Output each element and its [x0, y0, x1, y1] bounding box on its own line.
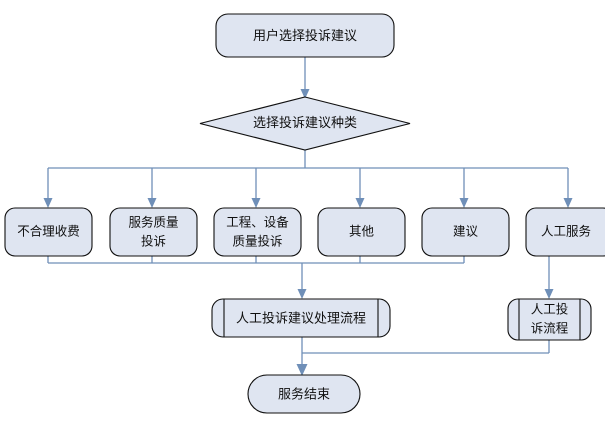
option-6-label-line-1: 人工服务: [541, 223, 591, 238]
node-option-3[interactable]: 工程、设备 质量投诉: [213, 207, 302, 257]
arrow-head-option-4: [355, 198, 365, 208]
option-1-label-line-1: 不合理收费: [17, 223, 80, 238]
node-option-5[interactable]: 建议: [421, 207, 510, 257]
node-option-1[interactable]: 不合理收费: [4, 207, 93, 257]
option-1-shape: [4, 207, 93, 257]
node-process-2[interactable]: 人工投 诉流程: [507, 298, 592, 341]
process-1-shape: [211, 298, 391, 338]
node-process-1[interactable]: 人工投诉建议处理流程: [211, 298, 391, 338]
arrow-head-option-3: [251, 198, 261, 208]
arrow-head-end: [296, 364, 308, 376]
arrow-head-decision: [300, 89, 310, 99]
decision-shape: [199, 96, 411, 151]
node-decision[interactable]: 选择投诉建议种类: [199, 96, 411, 151]
option-2-shape: [109, 207, 198, 257]
option-6-shape: [525, 207, 605, 257]
option-3-label-line-1: 工程、设备: [226, 214, 289, 229]
option-3-shape: [213, 207, 302, 257]
node-end[interactable]: 服务结束: [247, 374, 361, 414]
node-option-6[interactable]: 人工服务: [525, 207, 605, 257]
option-5-shape: [421, 207, 510, 257]
start-label: 用户选择投诉建议: [253, 28, 357, 43]
node-option-4[interactable]: 其他: [317, 207, 406, 257]
option-2-label-line-2: 投诉: [141, 233, 166, 248]
option-2-label-line-1: 服务质量: [128, 214, 178, 229]
arrow-head-option-6: [563, 198, 573, 208]
connector-layer: [43, 57, 573, 376]
node-start[interactable]: 用户选择投诉建议: [215, 13, 395, 58]
option-4-label-line-1: 其他: [349, 224, 375, 238]
option-5-label-line-1: 建议: [453, 224, 479, 238]
node-option-2[interactable]: 服务质量 投诉: [109, 207, 198, 257]
start-shape: [215, 13, 395, 58]
arrow-head-option-1: [43, 198, 53, 208]
arrow-head-option-2: [147, 198, 157, 208]
process-1-label-line-1: 人工投诉建议处理流程: [236, 310, 366, 325]
arrow-head-process-2: [544, 289, 554, 299]
process-2-label-line-2: 诉流程: [531, 320, 569, 335]
end-shape: [247, 374, 361, 414]
decision-label: 选择投诉建议种类: [253, 115, 357, 130]
arrow-head-process-1: [297, 289, 307, 299]
option-4-shape: [317, 207, 406, 257]
arrow-head-option-5: [459, 198, 469, 208]
process-2-shape: [507, 298, 592, 341]
option-3-label-line-2: 质量投诉: [232, 233, 282, 248]
process-2-label-line-1: 人工投: [531, 301, 569, 316]
end-label: 服务结束: [278, 386, 330, 401]
